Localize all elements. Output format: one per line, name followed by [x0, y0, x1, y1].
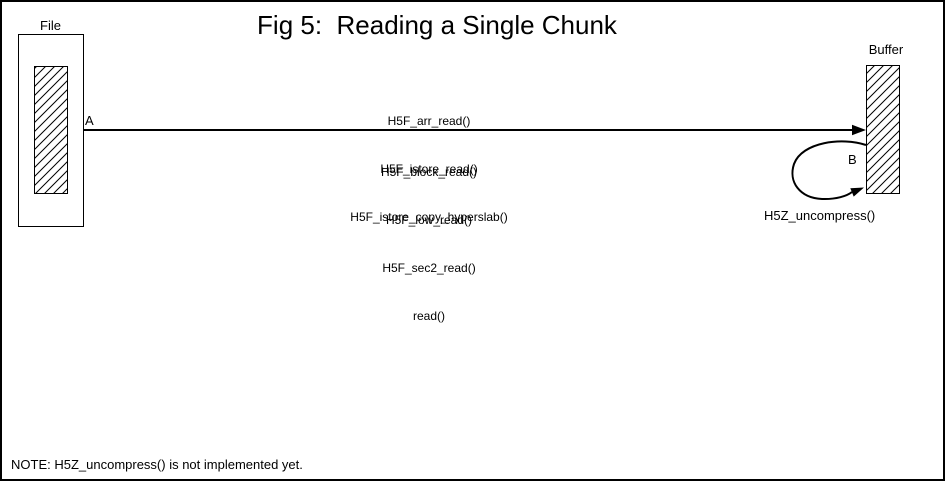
buffer-box-label: Buffer	[868, 42, 904, 57]
call-stack-item: H5F_arr_read()	[387, 114, 471, 128]
call-stack-item: H5F_sec2_read()	[382, 261, 476, 275]
call-stack-below-arrow: H5F_block_read() H5F_low_read() H5F_sec2…	[269, 132, 589, 356]
file-box-label: File	[40, 18, 61, 33]
file-chunk-hatched	[34, 66, 68, 194]
figure-title: Fig 5: Reading a Single Chunk	[257, 10, 617, 40]
footnote: NOTE: H5Z_uncompress() is not implemente…	[11, 457, 303, 472]
call-stack-item: H5F_low_read()	[385, 213, 473, 227]
call-stack-item: H5F_istore_copy_hyperslab()	[350, 210, 508, 224]
arrow-b-loop	[791, 140, 867, 201]
call-stack-item: H5F_block_read()	[380, 165, 478, 179]
buffer-hatched	[866, 65, 900, 194]
uncompress-caption: H5Z_uncompress()	[764, 208, 876, 223]
arrow-b-label: B	[848, 152, 857, 167]
arrow-a-head	[852, 124, 866, 136]
call-stack-above-arrow: H5F_arr_read() H5F_istore_read() H5F_ist…	[269, 81, 589, 257]
call-stack-item: read()	[412, 309, 445, 323]
arrow-a-label: A	[85, 113, 94, 128]
arrow-b-head	[850, 187, 864, 197]
call-stack-item: H5F_istore_read()	[380, 162, 478, 176]
